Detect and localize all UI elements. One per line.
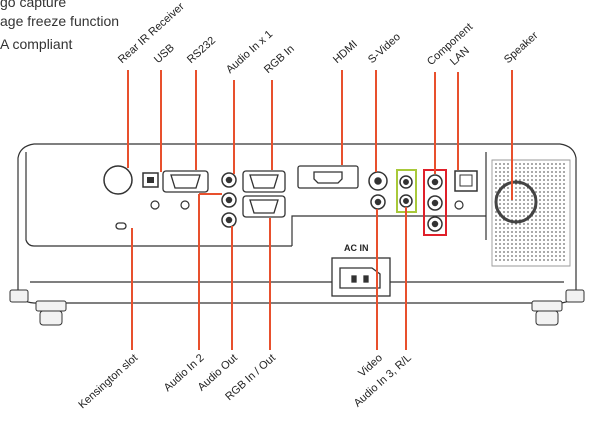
feature-item: A compliant: [0, 36, 73, 52]
rear-ir-receiver: [103, 165, 133, 195]
foot-left: [9, 289, 67, 326]
rgb-ports: [242, 170, 286, 218]
screw: [150, 200, 160, 210]
ac-in-label: AC IN: [344, 243, 369, 253]
leader-lines: [127, 70, 513, 350]
rs232-port: [162, 170, 209, 193]
screw: [454, 200, 464, 210]
speaker-grille: [491, 159, 571, 267]
foot-right: [531, 289, 585, 326]
lan-port: [454, 170, 478, 192]
s-video-port: [368, 171, 388, 210]
ac-in-socket: [331, 257, 391, 297]
audio-jacks: [221, 172, 237, 228]
kensington-slot: [115, 222, 127, 230]
feature-item: age freeze function: [0, 13, 120, 29]
feature-item: go capture: [0, 0, 67, 10]
hdmi-port: [297, 165, 359, 189]
screw: [180, 200, 190, 210]
